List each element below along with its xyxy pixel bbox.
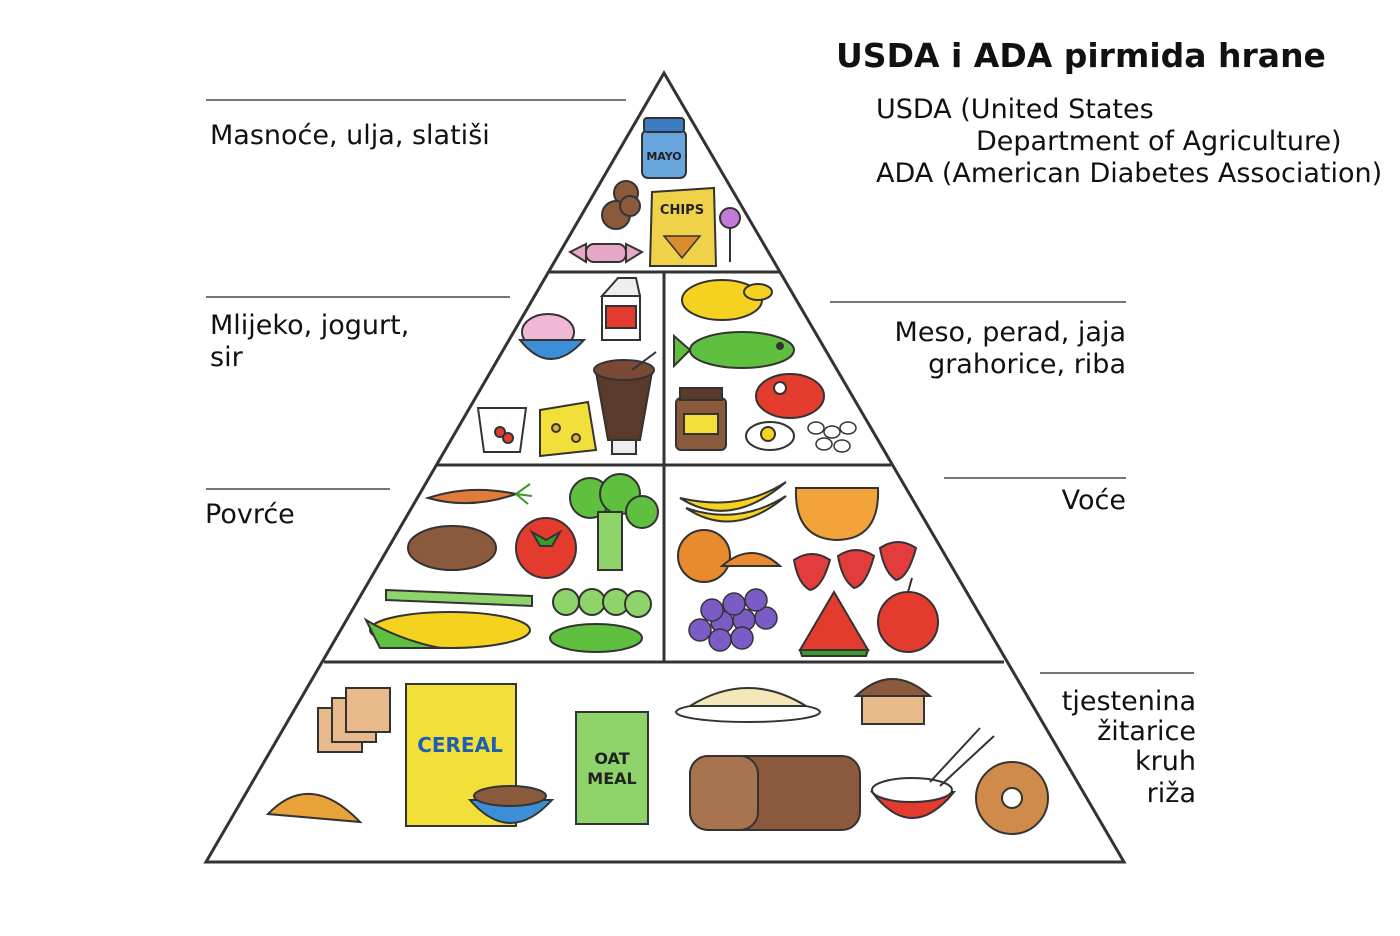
oatmeal-box-icon: OAT MEAL [575, 711, 649, 825]
label-lines [206, 99, 1194, 674]
label-meat-line1: Meso, perad, jaja [894, 317, 1126, 348]
label-meat-line2: grahorice, riba [928, 349, 1126, 380]
grapes-icon [688, 588, 778, 652]
broccoli-icon [569, 473, 659, 571]
svg-text:CEREAL: CEREAL [417, 733, 503, 757]
milkshake-icon [593, 351, 657, 455]
yogurt-cup-icon [476, 407, 528, 453]
chicken-icon [681, 279, 773, 321]
corn-icon [363, 611, 531, 649]
melon-slice-icon [794, 487, 880, 542]
label-dairy-line1: Mlijeko, jogurt, [210, 310, 410, 341]
lollipop-icon [719, 207, 741, 262]
peanut-butter-jar-icon [675, 387, 727, 451]
label-grains-pasta: tjestenina [1061, 686, 1196, 717]
label-grains-bread: kruh [1135, 746, 1196, 777]
candy-icon [567, 242, 645, 264]
green-beans-icon [385, 588, 533, 608]
crackers-icon [317, 687, 391, 753]
ice-cream-bowl-icon [517, 313, 587, 360]
carrot-icon [424, 483, 533, 505]
svg-text:OAT: OAT [594, 749, 629, 768]
chips-bag-icon: CHIPS [648, 186, 718, 267]
page-title: USDA i ADA pirmida hrane [836, 36, 1326, 75]
muffin-icon [853, 678, 933, 725]
label-dairy-line2: sir [210, 342, 243, 373]
svg-text:MEAL: MEAL [587, 769, 636, 788]
strawberries-icon [792, 541, 918, 592]
egg-icon [745, 421, 795, 451]
label-grains-rice: riža [1146, 778, 1196, 809]
bagel-icon [975, 761, 1049, 835]
subtitle-usda: USDA (United States [876, 94, 1154, 125]
svg-text:MAYO: MAYO [646, 150, 681, 163]
cheese-icon [539, 400, 598, 458]
orange-icon [677, 529, 783, 583]
apple-icon [877, 577, 939, 653]
milk-carton-icon [599, 277, 642, 341]
tomato-icon [515, 517, 577, 579]
cookies-icon [601, 180, 641, 230]
banana-icon [679, 481, 787, 523]
subtitle-ada: ADA (American Diabetes Association) [876, 158, 1383, 189]
mayo-jar-icon: MAYO [641, 117, 687, 179]
steak-icon [755, 373, 825, 419]
label-vegetables: Povrće [205, 499, 295, 530]
pasta-plate-icon [675, 687, 821, 723]
nuts-icon [807, 421, 857, 453]
svg-text:CHIPS: CHIPS [660, 203, 704, 218]
pyramid-outline [203, 70, 1127, 864]
watermelon-icon [798, 590, 870, 657]
rice-bowl-icon [869, 727, 995, 819]
label-grains-cereals: žitarice [1097, 716, 1196, 747]
label-fruit: Voće [1061, 485, 1126, 516]
taco-icon [265, 792, 363, 824]
label-fats-oils-sweets: Masnoće, ulja, slatiši [210, 120, 490, 151]
potato-icon [407, 525, 497, 571]
fish-icon [673, 331, 795, 369]
cucumber-slices-icon [552, 588, 652, 618]
cereal-bowl-icon [467, 785, 555, 824]
bread-loaf-icon [689, 755, 861, 831]
subtitle-usda-dept: Department of Agriculture) [976, 126, 1342, 157]
peas-icon [549, 623, 643, 653]
